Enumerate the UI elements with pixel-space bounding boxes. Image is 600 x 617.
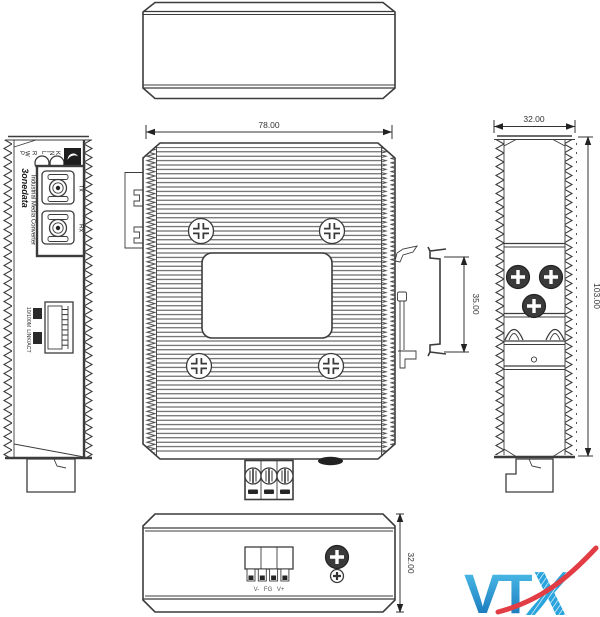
eth-led xyxy=(33,332,42,344)
side-left-fins xyxy=(492,140,504,455)
grommet xyxy=(318,456,343,466)
dimension-text-35: 35.00 xyxy=(471,293,481,315)
terminal-label: V- FG V+ xyxy=(254,587,285,593)
side-right-fins xyxy=(565,140,577,455)
pilot-hole xyxy=(530,356,538,363)
phillips-screw-icon xyxy=(504,263,532,291)
bottom-view: V- FG V+ 32.00 xyxy=(142,513,416,613)
fiber-port-tx xyxy=(41,170,75,205)
vtx-logo: VT X xyxy=(464,545,599,617)
side-width-dimension: 32.00 xyxy=(493,114,576,133)
pwr-label: PWR xyxy=(18,151,37,158)
side-height-dimension: 103.00 xyxy=(578,136,600,457)
top-view-outline xyxy=(142,1,396,100)
side-bottom-tab xyxy=(505,458,554,493)
phillips-screw-icon xyxy=(520,292,548,320)
rj45-port xyxy=(33,301,74,354)
terminal-screw-icon xyxy=(244,467,262,485)
rail-height-dimension: 35.00 xyxy=(444,256,481,353)
phillips-screw-icon xyxy=(320,219,345,244)
side-view: 32.00 xyxy=(492,114,600,493)
panel-right-fins xyxy=(84,140,94,457)
front-view: 78.00 xyxy=(124,120,418,501)
fiber-port-rx xyxy=(41,210,75,245)
phillips-screw-icon xyxy=(329,568,345,584)
front-terminal-block xyxy=(244,456,343,501)
terminal-block: V- FG V+ xyxy=(244,546,294,593)
front-width-dimension: 78.00 xyxy=(145,120,393,139)
terminal-screw-icon xyxy=(260,467,278,485)
dimension-text-32-bottom: 32.00 xyxy=(406,552,416,574)
tx-label: Tx xyxy=(78,184,85,192)
link-label: LINK xyxy=(40,151,60,157)
panel-view: PWR LINK 3onedata Industrial Media Conve… xyxy=(3,135,94,493)
dimension-text-103: 103.00 xyxy=(592,283,600,309)
top-view xyxy=(142,1,396,100)
din-rail-profile: 35.00 xyxy=(427,246,481,357)
logo-swoosh xyxy=(495,545,599,615)
din-clip xyxy=(394,245,418,369)
terminal-slots xyxy=(246,568,290,582)
logo-vt-text: VT xyxy=(464,562,532,617)
bottom-depth-dimension: 32.00 xyxy=(396,513,416,613)
phillips-screw-icon xyxy=(323,543,351,571)
phillips-screw-icon xyxy=(319,354,344,379)
phillips-screw-icon xyxy=(537,263,565,291)
label-recess xyxy=(201,252,333,339)
product-text: Industrial Media Converter xyxy=(30,175,36,245)
eth-status-label: LINK/ACT xyxy=(25,329,31,353)
brand-text: 3onedata xyxy=(20,168,30,208)
phillips-screw-icon xyxy=(187,354,212,379)
panel-left-fins xyxy=(3,140,14,457)
din-springs xyxy=(504,328,565,341)
eth-led xyxy=(33,308,42,319)
dimension-text-32-top: 32.00 xyxy=(523,114,545,124)
terminal-screw-icon xyxy=(276,467,294,485)
panel-bottom-tab xyxy=(26,458,76,493)
left-mount-bracket xyxy=(124,172,143,249)
eth-speed-label: 10/100M xyxy=(25,307,31,327)
dimension-text-78: 78.00 xyxy=(258,120,280,130)
rx-label: Rx xyxy=(78,224,85,233)
phillips-screw-icon xyxy=(189,219,214,244)
